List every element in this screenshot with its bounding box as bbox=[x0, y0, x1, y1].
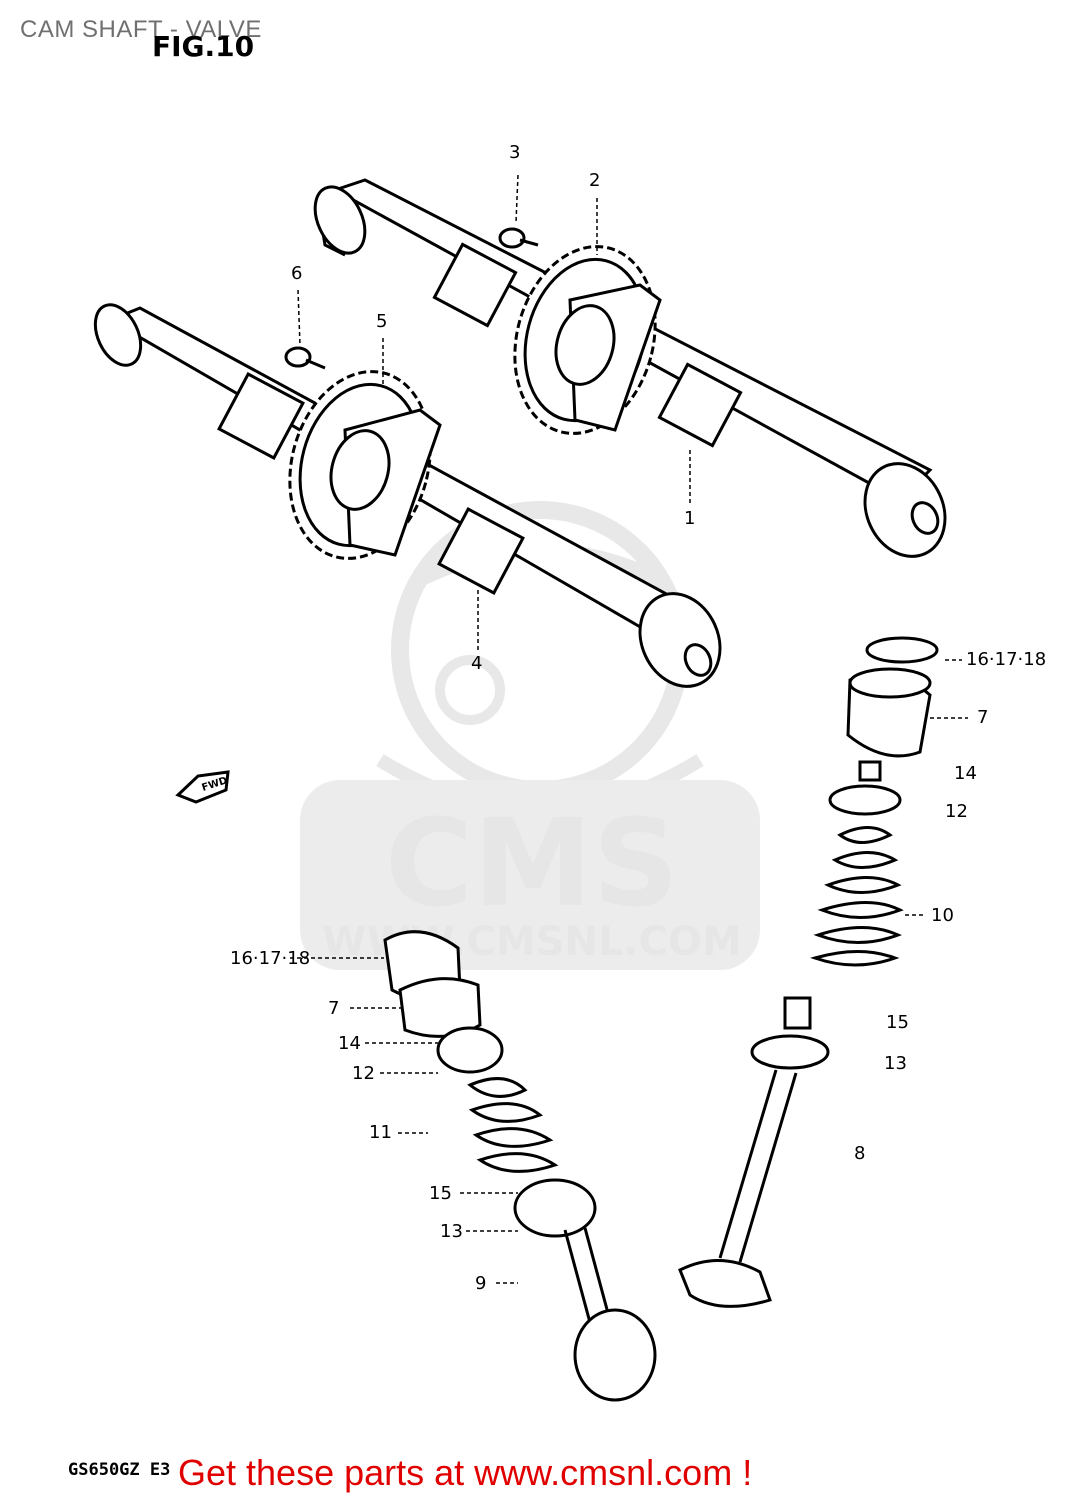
callout-6: 6 bbox=[291, 263, 303, 284]
callout-4: 4 bbox=[471, 653, 483, 674]
callout-8: 8 bbox=[854, 1143, 866, 1164]
callout-12-left: 12 bbox=[352, 1063, 375, 1084]
callout-15-left: 15 bbox=[429, 1183, 452, 1204]
sprocket-upper-drawing bbox=[513, 245, 662, 435]
callout-16-17-18-left: 16·17·18 bbox=[230, 948, 311, 969]
footer-banner-link[interactable]: Get these parts at www.cmsnl.com ! bbox=[178, 1452, 753, 1493]
callout-5: 5 bbox=[376, 311, 388, 332]
callout-10: 10 bbox=[931, 905, 954, 926]
callout-9: 9 bbox=[475, 1273, 487, 1294]
bolt-3-drawing bbox=[498, 227, 539, 249]
callout-7-right: 7 bbox=[977, 707, 989, 728]
callout-12-right: 12 bbox=[945, 801, 968, 822]
page-title: CAM SHAFT - VALVE bbox=[20, 16, 262, 43]
sprocket-lower-drawing bbox=[288, 370, 442, 560]
callout-16-17-18-right: 16·17·18 bbox=[966, 649, 1047, 670]
callout-13-right: 13 bbox=[884, 1053, 907, 1074]
leader-lines bbox=[290, 174, 968, 1284]
watermark-brand: CMS bbox=[385, 795, 679, 934]
callout-11: 11 bbox=[369, 1122, 392, 1143]
callout-7-left: 7 bbox=[328, 998, 340, 1019]
fwd-arrow-icon: FWD bbox=[175, 770, 230, 804]
watermark-badge bbox=[300, 780, 760, 970]
callout-14-left: 14 bbox=[338, 1033, 361, 1054]
bolt-6-drawing bbox=[284, 346, 326, 370]
callout-13-left: 13 bbox=[440, 1221, 463, 1242]
callout-2: 2 bbox=[589, 170, 601, 191]
watermark: CMS WWW.CMSNL.COM bbox=[300, 501, 760, 970]
figure-label: FIG.10 bbox=[152, 30, 255, 63]
valve-assembly-right-drawing bbox=[678, 636, 939, 1308]
callout-15-right: 15 bbox=[886, 1012, 909, 1033]
model-code: GS650GZ E3 bbox=[68, 1460, 171, 1480]
callout-1: 1 bbox=[684, 508, 696, 529]
valve-assembly-left-drawing bbox=[383, 930, 657, 1402]
callout-3: 3 bbox=[509, 142, 521, 163]
callout-14-right: 14 bbox=[954, 763, 977, 784]
